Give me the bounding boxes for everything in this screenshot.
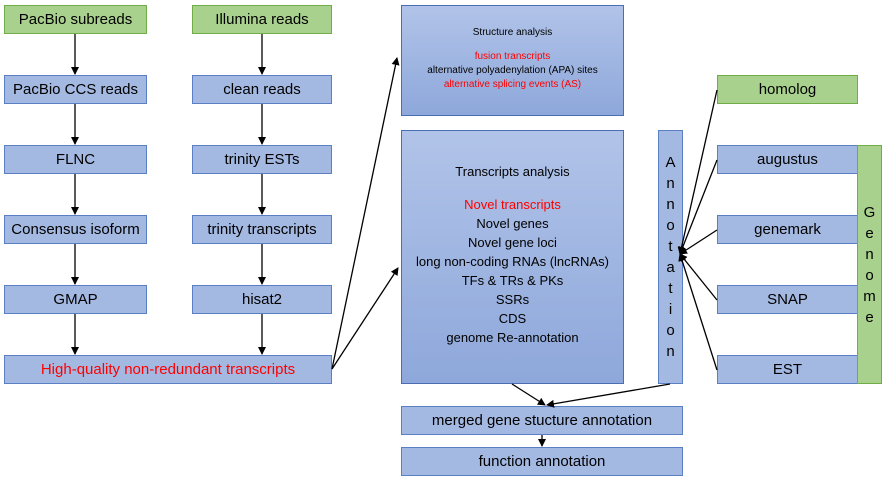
arrow-est-annotation xyxy=(678,253,718,371)
gmap-label: GMAP xyxy=(53,291,98,308)
structure-analysis-item: alternative polyadenylation (APA) sites xyxy=(427,65,598,76)
transcripts-analysis-item: Novel gene loci xyxy=(468,235,557,250)
homolog-label: homolog xyxy=(758,81,817,98)
pacbio-subreads-label: PacBio subreads xyxy=(18,11,133,28)
annotation-letter: a xyxy=(666,259,675,276)
arrow-augustus-annotation xyxy=(678,159,718,255)
trinity-ests-label: trinity ESTs xyxy=(224,151,300,168)
genemark-label: genemark xyxy=(754,221,821,238)
arrow-hq-transcripts xyxy=(331,267,399,370)
annotation-letter: n xyxy=(666,196,675,213)
hq-transcripts-box: High-quality non-redundant transcripts xyxy=(4,355,332,384)
genemark-box: genemark xyxy=(717,215,858,244)
transcripts-analysis-item: TFs & TRs & PKs xyxy=(461,273,564,288)
structure-analysis-item: alternative splicing events (AS) xyxy=(443,79,582,90)
pacbio-ccs-box: PacBio CCS reads xyxy=(4,75,147,104)
transcripts-analysis-item: genome Re-annotation xyxy=(446,330,579,345)
annotation-letter: A xyxy=(665,154,676,171)
annotation-letter: o xyxy=(666,322,675,339)
arrow-snap-annotation xyxy=(679,253,718,301)
gmap-box: GMAP xyxy=(4,285,147,314)
annotation-letter: n xyxy=(666,343,675,360)
annotation-letter: t xyxy=(668,238,673,255)
annotation-letter: o xyxy=(666,217,675,234)
augustus-label: augustus xyxy=(757,151,818,168)
arrow-hq-structure xyxy=(331,57,400,370)
illumina-reads-box: Illumina reads xyxy=(192,5,332,34)
trinity-ests-box: trinity ESTs xyxy=(192,145,332,174)
flnc-label: FLNC xyxy=(55,151,96,168)
transcripts-analysis-item: long non-coding RNAs (lncRNAs) xyxy=(416,254,609,269)
clean-reads-box: clean reads xyxy=(192,75,332,104)
annotation-letter: n xyxy=(666,175,675,192)
clean-reads-label: clean reads xyxy=(223,81,301,98)
est-label: EST xyxy=(772,361,803,378)
annotation-letter: i xyxy=(668,301,673,318)
merged-annotation-box: merged gene stucture annotation xyxy=(401,406,683,435)
est-box: EST xyxy=(717,355,858,384)
hq-transcripts-label: High-quality non-redundant transcripts xyxy=(40,361,296,378)
homolog-box: homolog xyxy=(717,75,858,104)
structure-analysis-panel: Structure analysis fusion transcripts alt… xyxy=(401,5,624,116)
transcripts-analysis-item: Novel transcripts xyxy=(464,197,561,212)
genome-letter: e xyxy=(865,224,874,242)
consensus-isoform-box: Consensus isoform xyxy=(4,215,147,244)
consensus-isoform-label: Consensus isoform xyxy=(11,221,140,238)
arrow-transcripts-merged xyxy=(511,383,546,406)
transcripts-analysis-item: CDS xyxy=(498,311,527,326)
genome-letter: G xyxy=(863,203,876,221)
genome-letter: e xyxy=(865,308,874,326)
flnc-box: FLNC xyxy=(4,145,147,174)
structure-analysis-title: Structure analysis xyxy=(472,27,553,38)
augustus-box: augustus xyxy=(717,145,858,174)
arrow-homolog-annotation xyxy=(677,89,718,255)
trinity-transcripts-label: trinity transcripts xyxy=(207,221,317,238)
snap-label: SNAP xyxy=(767,291,808,308)
merged-annotation-label: merged gene stucture annotation xyxy=(431,412,653,429)
pacbio-subreads-box: PacBio subreads xyxy=(4,5,147,34)
transcripts-analysis-item: Novel genes xyxy=(476,216,549,231)
annotation-letter: t xyxy=(668,280,673,297)
transcripts-analysis-item: SSRs xyxy=(495,292,530,307)
illumina-reads-label: Illumina reads xyxy=(215,11,309,28)
genome-letter: o xyxy=(865,266,874,284)
genome-letter: n xyxy=(865,245,874,263)
trinity-transcripts-box: trinity transcripts xyxy=(192,215,332,244)
genome-letter: m xyxy=(863,287,876,305)
hisat2-label: hisat2 xyxy=(241,291,283,308)
arrow-annotation-merged xyxy=(546,383,671,408)
function-annotation-box: function annotation xyxy=(401,447,683,476)
transcripts-analysis-title: Transcripts analysis xyxy=(455,164,570,179)
structure-analysis-item: fusion transcripts xyxy=(474,51,551,62)
structure-analysis-list: fusion transcripts alternative polyadenyl… xyxy=(402,50,623,92)
snap-box: SNAP xyxy=(717,285,858,314)
function-annotation-label: function annotation xyxy=(478,453,606,470)
arrow-genemark-annotation xyxy=(679,229,718,255)
hisat2-box: hisat2 xyxy=(192,285,332,314)
pacbio-ccs-label: PacBio CCS reads xyxy=(12,81,139,98)
